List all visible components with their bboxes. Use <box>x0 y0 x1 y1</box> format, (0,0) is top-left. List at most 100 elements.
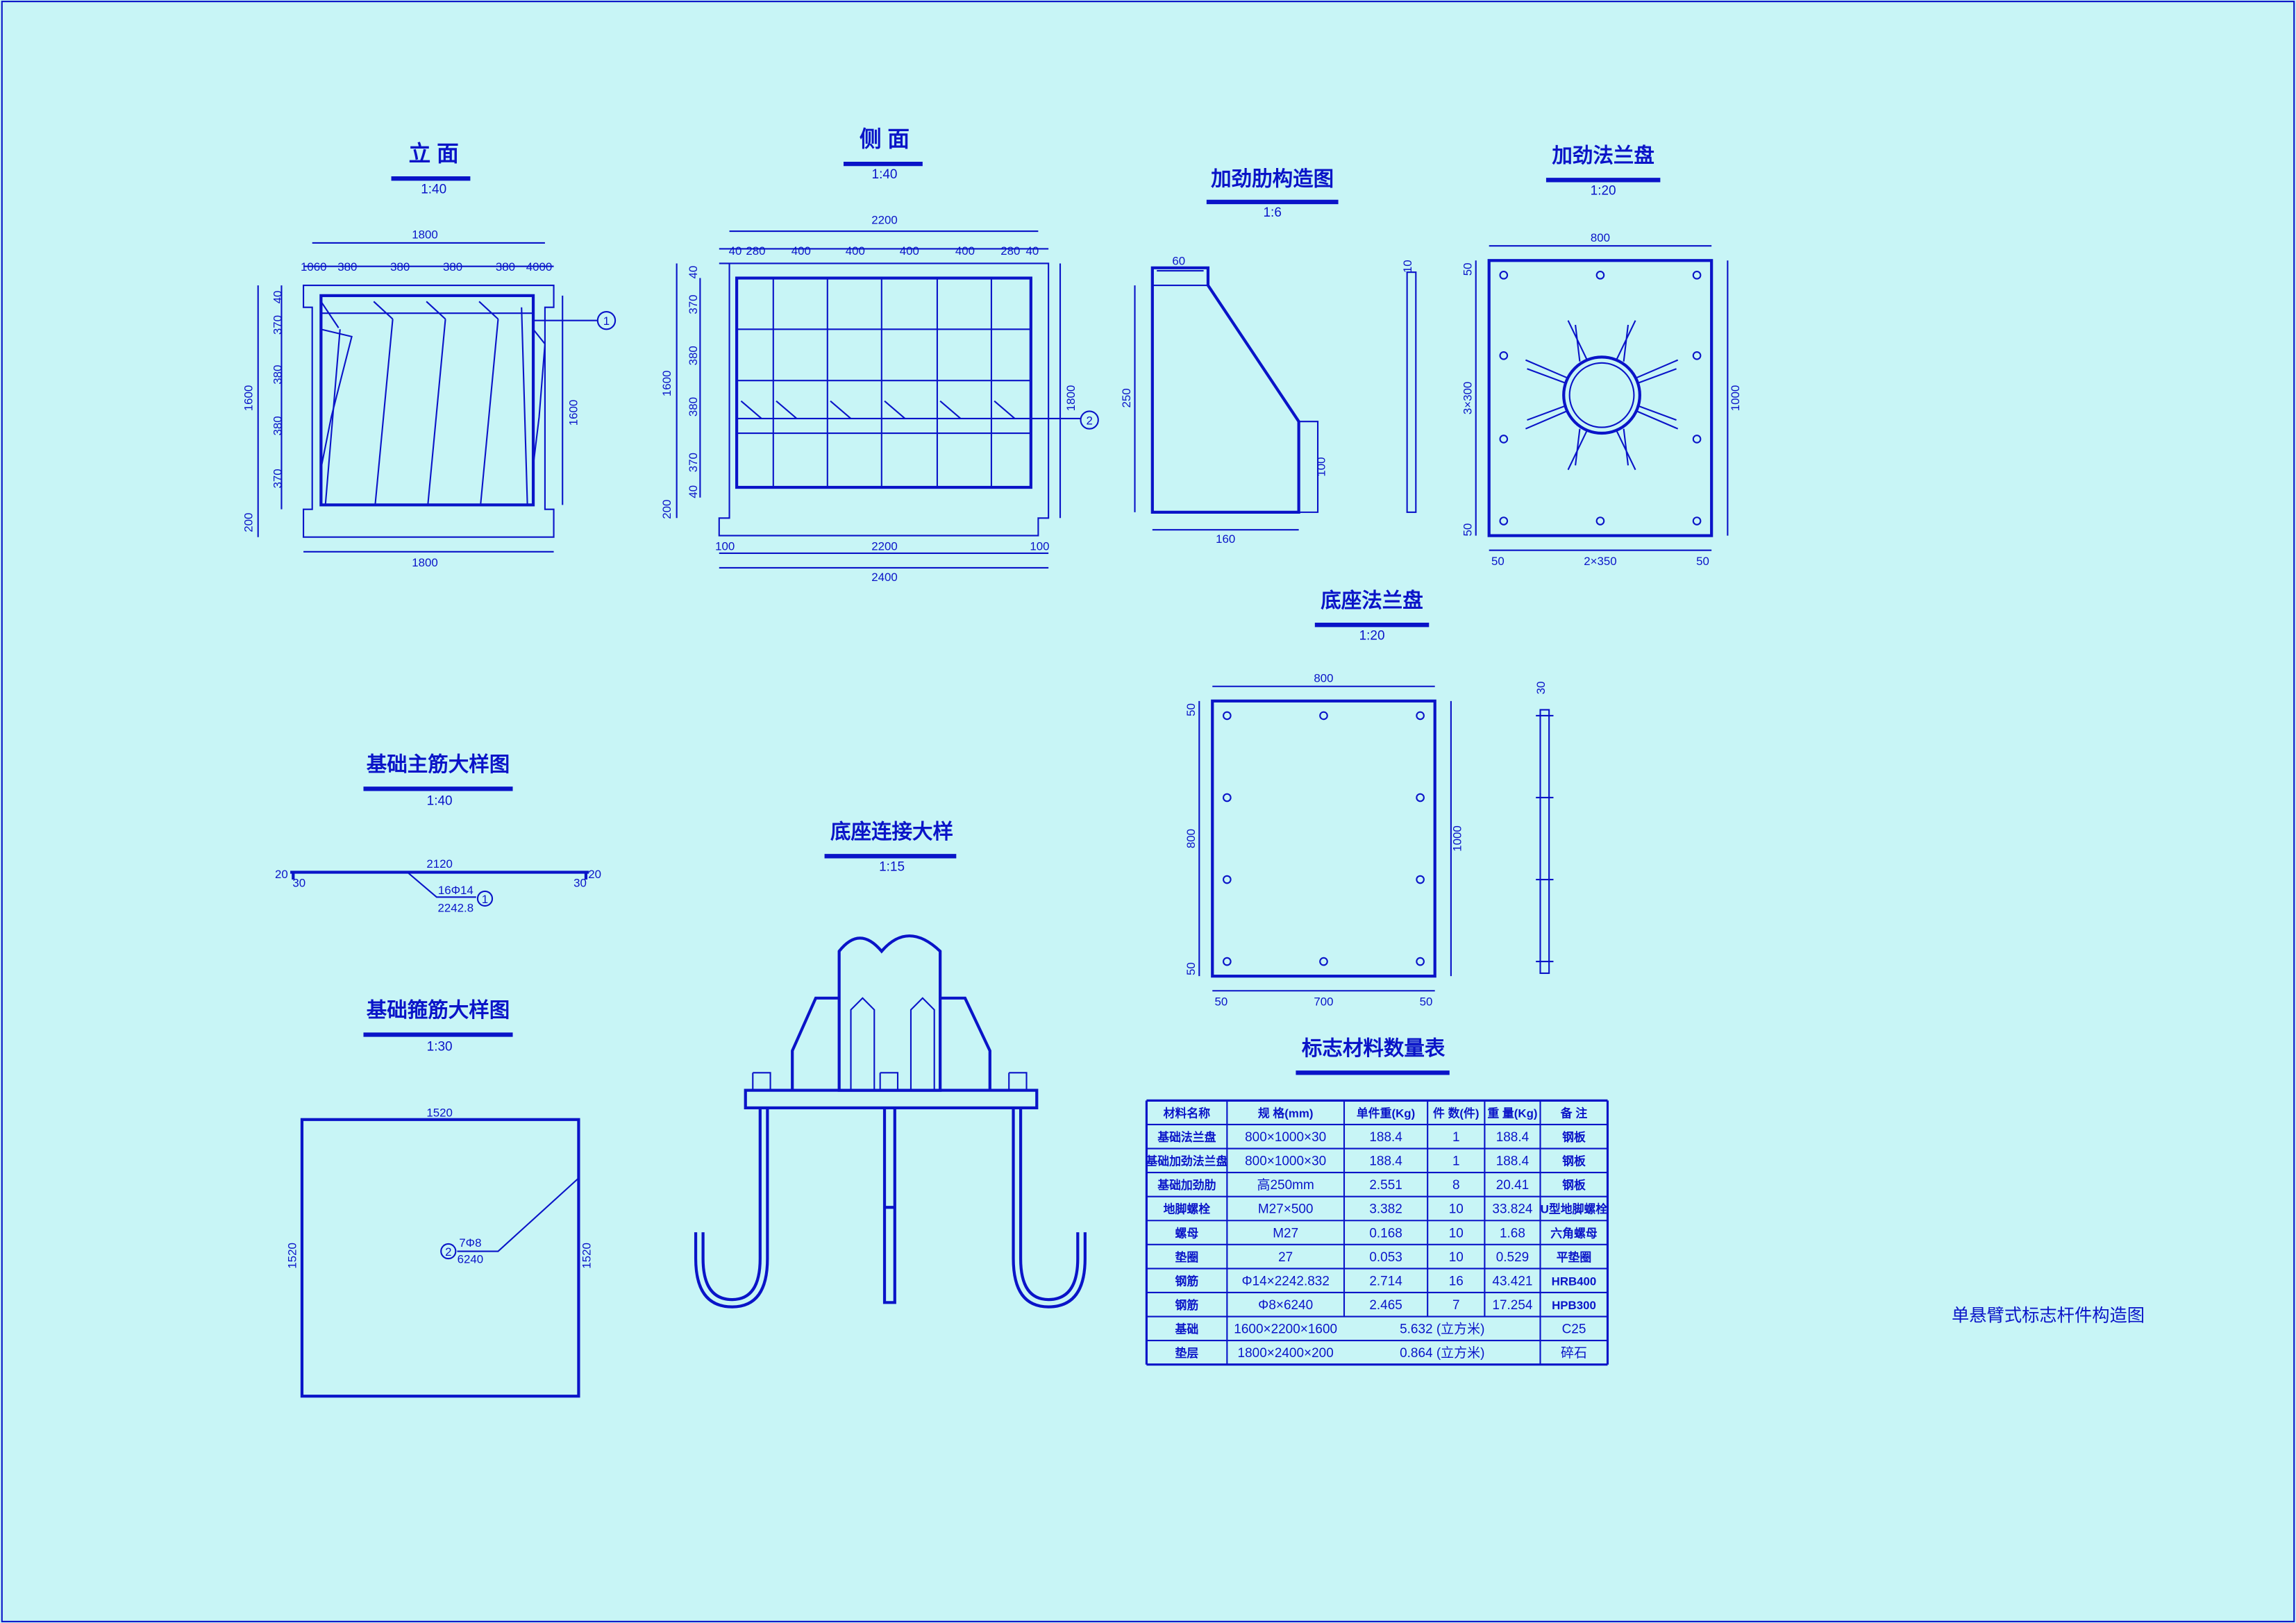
flange-view: 加劲法兰盘 1:20 800 50 3×300 50 1000 <box>1461 144 1742 568</box>
base-detail-plate <box>744 1088 1039 1110</box>
side-dim-40b: 40 <box>1026 244 1039 258</box>
table-cell: 20.41 <box>1496 1178 1529 1193</box>
table-cell: 188.4 <box>1369 1154 1402 1169</box>
rib-plate-edge <box>1406 271 1417 513</box>
base-detail-title: 底座连接大样 <box>830 820 953 843</box>
elevation-dim-4000: 4000 <box>526 260 553 274</box>
flange-pipe-outer <box>1562 355 1641 435</box>
elevation-dim-370b: 370 <box>271 469 284 488</box>
flange-dim-50c: 50 <box>1491 555 1505 568</box>
side-dim-1800-right: 1800 <box>1064 385 1078 412</box>
elevation-dim-370a: 370 <box>271 315 284 335</box>
table-cell: 8 <box>1452 1178 1460 1193</box>
elevation-scale: 1:40 <box>421 182 446 196</box>
base-flange-dim-50d: 50 <box>1420 995 1433 1008</box>
base-detail-view: 底座连接大样 1:15 <box>694 820 1087 1309</box>
base-detail-ribs-inner <box>850 997 935 1091</box>
table-cell: 10 <box>1449 1250 1464 1265</box>
side-grid <box>737 278 1031 488</box>
flange-dim-2x350: 2×350 <box>1584 555 1616 568</box>
side-dim-100a: 100 <box>715 540 735 553</box>
base-flange-edge-bolts <box>1536 714 1554 963</box>
main-rebar-bar <box>290 871 589 880</box>
table-cell: 0.529 <box>1496 1250 1529 1265</box>
table-cell: 垫层 <box>1175 1346 1199 1360</box>
elevation-dim-380d: 380 <box>496 260 515 274</box>
base-flange-dim-1000: 1000 <box>1451 825 1464 852</box>
table-cell: Φ8×6240 <box>1258 1298 1313 1313</box>
table-cell: 2.551 <box>1369 1178 1402 1193</box>
rib-plate-step <box>1152 285 1319 513</box>
table-cell: 1 <box>1452 1154 1460 1169</box>
main-rebar-dim-30a: 30 <box>292 877 305 890</box>
table-cell: 800×1000×30 <box>1245 1154 1326 1169</box>
table-cell: 钢板 <box>1562 1154 1586 1168</box>
table-cell: 螺母 <box>1175 1227 1199 1240</box>
side-dim-1600: 1600 <box>660 371 673 397</box>
table-cell: 碎石 <box>1561 1345 1587 1361</box>
table-cell: 188.4 <box>1496 1130 1529 1145</box>
flange-plate <box>1487 259 1713 537</box>
table-cell: 钢板 <box>1562 1130 1586 1144</box>
side-dim-40-bottom: 40 <box>687 485 700 498</box>
elevation-edge-bars <box>320 328 546 469</box>
table-cell: 3.382 <box>1369 1202 1402 1217</box>
rib-plate <box>1150 266 1300 514</box>
table-cell: Φ14×2242.832 <box>1241 1274 1329 1288</box>
main-rebar-scale: 1:40 <box>427 794 453 809</box>
table-cell: 10 <box>1449 1226 1464 1241</box>
stirrup-dim-top: 1520 <box>426 1107 453 1120</box>
side-dim-370b: 370 <box>687 453 700 472</box>
table-cell: 10 <box>1449 1202 1464 1217</box>
stirrup-dim-left: 1520 <box>286 1243 299 1269</box>
table-cell: 钢板 <box>1562 1178 1586 1192</box>
rib-dim-250: 250 <box>1120 388 1133 407</box>
base-flange-dim-50b: 50 <box>1184 962 1198 975</box>
base-flange-title: 底座法兰盘 <box>1321 589 1423 612</box>
main-rebar-dim-20a: 20 <box>275 868 288 881</box>
base-detail-scale: 1:15 <box>879 859 905 874</box>
flange-dim-50a: 50 <box>1461 263 1474 276</box>
base-flange-bolt-holes <box>1223 711 1425 966</box>
table-cell: M27×500 <box>1258 1202 1314 1217</box>
side-dim-370a: 370 <box>687 294 700 314</box>
main-rebar-title: 基础主筋大样图 <box>367 753 510 776</box>
side-foundation <box>718 262 1050 537</box>
stirrup-count: 7Φ8 <box>459 1236 481 1250</box>
elevation-dim-1600-right: 1600 <box>567 400 580 426</box>
table-header-cell: 重 量(Kg) <box>1487 1106 1537 1120</box>
main-rebar-dim-20b: 20 <box>588 868 601 881</box>
elevation-dim-380b: 380 <box>390 260 410 274</box>
elevation-dim-380a: 380 <box>337 260 357 274</box>
flange-pipe-inner <box>1568 362 1635 428</box>
rib-dim-100: 100 <box>1315 457 1328 476</box>
table-cell: 钢筋 <box>1175 1298 1199 1312</box>
elevation-dim-1800-top: 1800 <box>412 228 438 242</box>
table-cell: 基础 <box>1175 1322 1199 1336</box>
table-cell: 7 <box>1452 1298 1460 1313</box>
stirrup-dim-right: 1520 <box>580 1243 593 1269</box>
table-cell: 基础加劲肋 <box>1157 1178 1216 1192</box>
side-dim-40-top: 40 <box>687 266 700 279</box>
flange-title: 加劲法兰盘 <box>1552 144 1654 167</box>
table-cell: 0.864 (立方米) <box>1400 1345 1484 1361</box>
table-cell: 基础加劲法兰盘 <box>1145 1154 1227 1168</box>
side-dim-100b: 100 <box>1030 540 1049 553</box>
stirrup-length: 6240 <box>458 1252 484 1265</box>
base-flange-dim-800-top: 800 <box>1314 671 1333 684</box>
table-cell: 钢筋 <box>1175 1274 1199 1288</box>
main-rebar-leader <box>407 871 476 898</box>
table-cell: 基础法兰盘 <box>1157 1130 1216 1144</box>
base-flange-view: 底座法兰盘 1:20 800 50 800 50 1000 50 700 50 … <box>1184 589 1554 1008</box>
elevation-top-bars <box>320 301 534 328</box>
rib-view: 加劲肋构造图 1:6 60 250 100 160 10 <box>1120 168 1417 546</box>
table-cell: 1 <box>1452 1130 1460 1145</box>
flange-ribs <box>1525 320 1679 471</box>
table-header-cell: 备 注 <box>1560 1106 1588 1120</box>
table-cell: 188.4 <box>1496 1154 1529 1169</box>
table-cell: 2.714 <box>1369 1274 1402 1288</box>
table-cell: C25 <box>1562 1322 1586 1337</box>
table-cell: 0.168 <box>1369 1226 1402 1241</box>
